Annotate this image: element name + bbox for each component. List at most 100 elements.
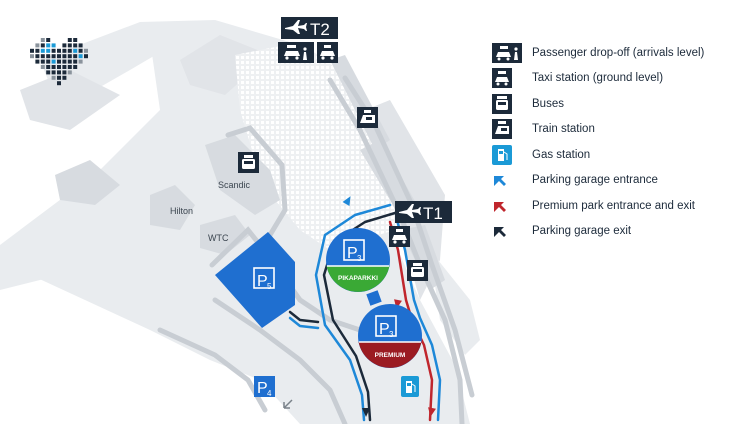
p4-letter: P: [257, 380, 268, 397]
route-lines: [288, 203, 442, 422]
logo-pixel: [62, 59, 67, 64]
logo-pixel: [57, 81, 61, 86]
logo-pixel: [40, 54, 45, 59]
p3-pikaparkki: P 3 PIKAPARKKI: [326, 228, 390, 292]
legend-item-train: Train station: [492, 117, 747, 143]
logo-pixel: [73, 54, 78, 59]
logo-pixel: [30, 48, 34, 53]
logo-pixel: [46, 43, 51, 48]
logo-pixel: [62, 48, 67, 53]
logo-pixel: [78, 48, 83, 53]
t2-label: T2: [310, 20, 330, 39]
logo-pixel: [35, 48, 40, 53]
p5-number: 5: [267, 282, 272, 291]
gas-station-icon: [492, 144, 512, 165]
logo-pixel: [62, 70, 67, 75]
logo-pixel: [73, 65, 78, 69]
logo-pixel: [73, 48, 78, 53]
p3-pika-number: 3: [357, 254, 362, 263]
logo-pixel: [73, 43, 78, 48]
logo-pixel: [62, 54, 67, 59]
gas-station-icon: [401, 376, 419, 397]
logo-pixel: [51, 43, 56, 48]
legend-item-premium: Premium park entrance and exit: [492, 193, 747, 219]
logo-pixel: [46, 70, 51, 75]
logo-pixel: [40, 65, 45, 69]
logo-pixel: [67, 54, 72, 59]
pixel-heart-logo: [30, 38, 88, 86]
legend-item-dropoff: Passenger drop-off (arrivals level): [492, 40, 747, 66]
taxi-dropoff-icon: [492, 42, 522, 63]
p3-premium-number: 3: [389, 330, 394, 339]
logo-pixel: [51, 54, 56, 59]
premium-label: PREMIUM: [375, 352, 406, 359]
wtc-label: WTC: [208, 233, 229, 243]
legend-item-exit: Parking garage exit: [492, 219, 747, 245]
logo-pixel: [73, 59, 78, 64]
p3-premium: P 3 PREMIUM: [358, 304, 422, 368]
logo-pixel: [35, 43, 40, 48]
logo-pixel: [67, 38, 72, 42]
terminal-t1: T1: [395, 201, 452, 223]
logo-pixel: [46, 38, 51, 42]
entrance-arrow: [342, 196, 351, 206]
logo-pixel: [51, 59, 56, 64]
legend-item-entrance: Parking garage entrance: [492, 168, 747, 194]
logo-pixel: [46, 59, 51, 64]
logo-pixel: [67, 65, 72, 69]
premium-route-outer: [395, 218, 442, 422]
logo-pixel: [51, 65, 56, 69]
legend-label-exit: Parking garage exit: [532, 225, 632, 238]
legend-item-gas: Gas station: [492, 142, 747, 168]
premium-entrance-arrow-icon: [494, 201, 506, 212]
p4-sign: P 4: [254, 376, 293, 409]
logo-pixel: [35, 54, 40, 59]
logo-pixel: [57, 75, 61, 80]
t1-label: T1: [423, 204, 443, 223]
pikaparkki-label: PIKAPARKKI: [338, 275, 378, 282]
parking-exit-arrow-icon: [494, 227, 506, 238]
exit-arrow: [362, 408, 370, 417]
logo-pixel: [57, 70, 61, 75]
logo-pixel: [35, 59, 40, 64]
legend-label-train: Train station: [532, 123, 595, 136]
p5-entrance-route: [288, 316, 320, 330]
logo-pixel: [57, 54, 61, 59]
t2-dropoff-icon: [278, 42, 314, 63]
scandic-label: Scandic: [218, 180, 251, 190]
route-arrows: [342, 196, 436, 417]
p4-direction-arrow-icon: [283, 399, 293, 409]
p3-pika-letter: P: [347, 245, 358, 262]
legend-label-dropoff: Passenger drop-off (arrivals level): [532, 46, 705, 59]
t1-taxi-icon: [389, 226, 410, 247]
logo-pixel: [78, 54, 83, 59]
hilton-label: Hilton: [170, 206, 193, 216]
logo-pixel: [62, 43, 67, 48]
logo-pixel: [46, 48, 51, 53]
bus-icon: [492, 93, 512, 114]
terminal-t2: T2: [281, 17, 338, 39]
p3-premium-letter: P: [379, 321, 390, 338]
taxi-icon: [492, 68, 512, 89]
logo-pixel: [73, 38, 78, 42]
logo-pixel: [78, 43, 83, 48]
legend: Passenger drop-off (arrivals level) Taxi…: [492, 40, 747, 244]
legend-label-taxi: Taxi station (ground level): [532, 72, 664, 85]
premium-exit-arrow: [428, 407, 436, 417]
logo-pixel: [62, 65, 67, 69]
p5-exit-route: [288, 310, 320, 324]
legend-label-premium: Premium park entrance and exit: [532, 199, 695, 212]
legend-item-taxi: Taxi station (ground level): [492, 66, 747, 92]
logo-pixel: [84, 48, 88, 53]
logo-pixel: [57, 48, 61, 53]
airplane-icon: [285, 20, 307, 34]
logo-pixel: [62, 75, 67, 80]
t1-bus-icon: [407, 260, 428, 281]
logo-pixel: [51, 70, 56, 75]
parking-entrance-arrow-icon: [494, 176, 506, 187]
logo-pixel: [57, 59, 61, 64]
p5-letter: P: [257, 273, 268, 290]
legend-label-entrance: Parking garage entrance: [532, 174, 658, 187]
logo-pixel: [51, 48, 56, 53]
